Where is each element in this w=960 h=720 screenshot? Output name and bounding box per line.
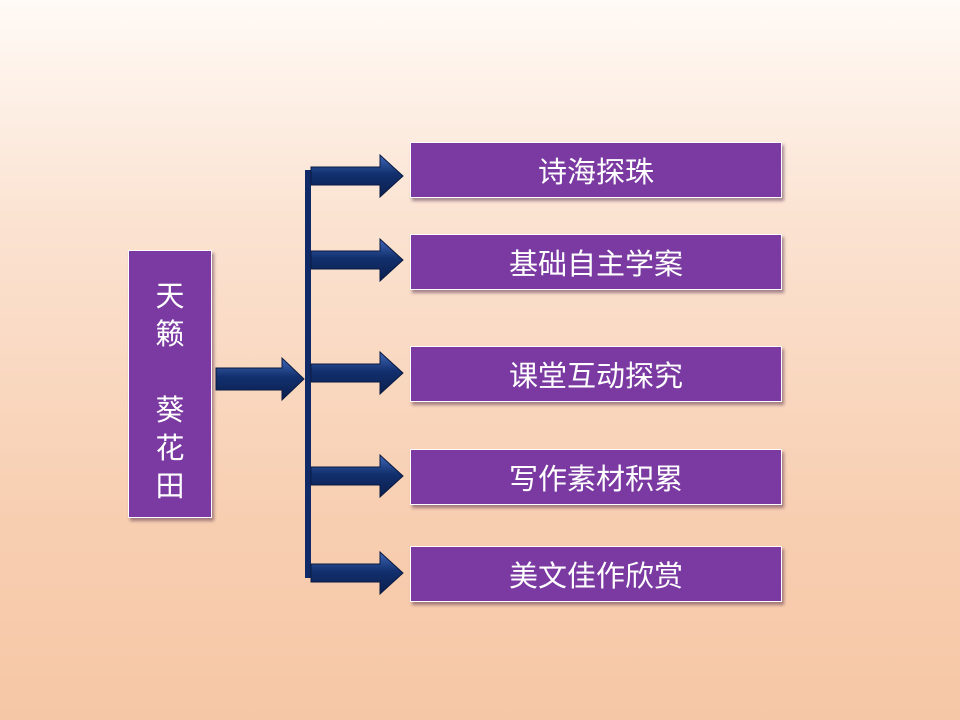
source-char-5: 田 [155, 469, 185, 503]
target-box-jichu-zizhu-xuean[interactable]: 基础自主学案 [410, 234, 782, 290]
branch-arrow-3 [310, 350, 404, 396]
target-label-1: 诗海探珠 [537, 155, 654, 189]
target-box-xiezuo-sucai-jilei[interactable]: 写作素材积累 [410, 449, 782, 505]
target-label-2: 基础自主学案 [508, 247, 683, 281]
source-char-2: 籁 [155, 317, 185, 351]
source-char-1: 天 [155, 279, 185, 313]
target-label-5: 美文佳作欣赏 [508, 559, 683, 593]
main-arrow [215, 356, 305, 402]
target-box-ketang-hudong-tanjiu[interactable]: 课堂互动探究 [410, 346, 782, 402]
branch-arrow-2 [310, 237, 404, 283]
target-label-4: 写作素材积累 [508, 462, 683, 496]
target-label-3: 课堂互动探究 [508, 359, 683, 393]
branch-arrow-4 [310, 453, 404, 499]
target-box-meiwen-jiazuo-xinshang[interactable]: 美文佳作欣赏 [410, 546, 782, 602]
source-char-4: 花 [155, 431, 185, 465]
branch-arrow-1 [310, 153, 404, 199]
target-box-shihai-tanzhu[interactable]: 诗海探珠 [410, 142, 782, 198]
vertical-connector-line [305, 170, 311, 578]
source-box: 天 籁 葵 花 田 [128, 250, 212, 518]
branch-arrow-5 [310, 550, 404, 596]
source-char-3: 葵 [155, 393, 185, 427]
